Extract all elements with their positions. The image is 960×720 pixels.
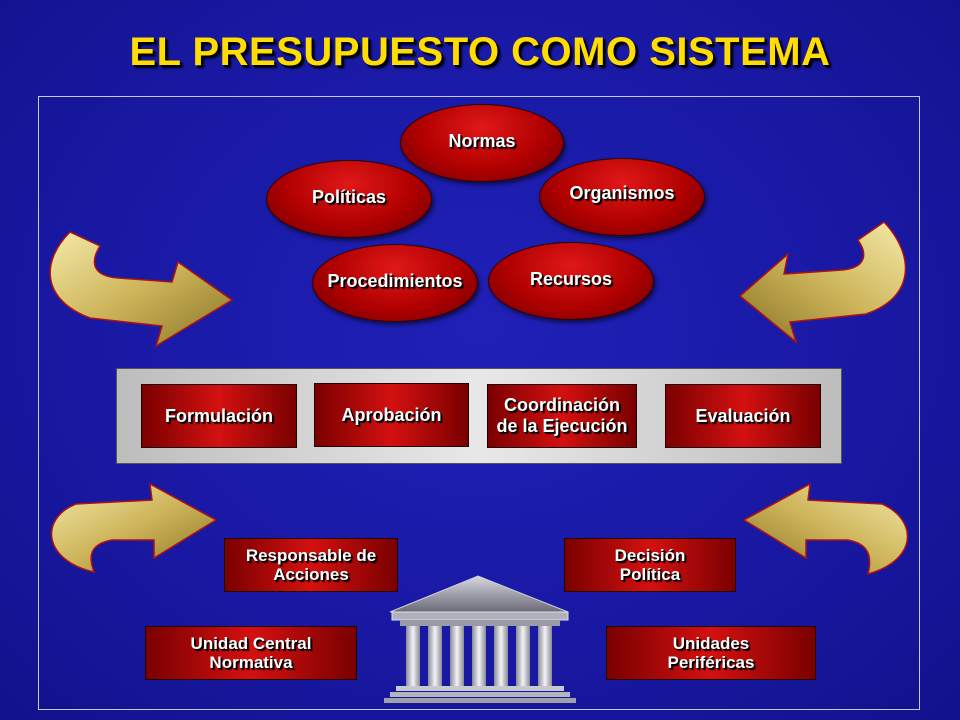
actor-unidad-central-label: Unidad Central Normativa xyxy=(190,634,312,672)
stage-coordinacion-line1: Coordinación xyxy=(504,395,620,415)
stage-coordinacion: Coordinación de la Ejecución xyxy=(487,384,637,448)
stage-formulacion-label: Formulación xyxy=(164,405,273,426)
actor-unidades-perifericas: Unidades Periféricas xyxy=(606,626,816,680)
stage-evaluacion: Evaluación xyxy=(665,384,821,448)
actor-unidad-central: Unidad Central Normativa xyxy=(145,626,357,680)
oval-procedimientos: Procedimientos xyxy=(312,244,478,322)
stage-formulacion: Formulación xyxy=(141,384,297,448)
oval-recursos-label: Recursos xyxy=(529,269,613,289)
oval-politicas-label: Políticas xyxy=(311,187,387,207)
oval-normas: Normas xyxy=(400,104,564,182)
curved-arrow-icon xyxy=(742,482,908,576)
actor-unidades-perifericas-label: Unidades Periféricas xyxy=(667,634,755,672)
stage-coordinacion-line2: de la Ejecución xyxy=(496,416,628,436)
institution-building-icon xyxy=(384,575,576,703)
actor-responsable-acciones: Responsable de Acciones xyxy=(224,538,398,592)
oval-organismos: Organismos xyxy=(539,158,705,236)
slide-title: EL PRESUPUESTO COMO SISTEMA xyxy=(129,30,831,74)
actor-decision-label: Decisión Política xyxy=(614,546,686,584)
actor-decision-politica: Decisión Política xyxy=(564,538,736,592)
curved-arrow-icon xyxy=(50,482,218,574)
oval-politicas: Políticas xyxy=(266,160,432,238)
oval-procedimientos-label: Procedimientos xyxy=(327,271,463,291)
stage-aprobacion: Aprobación xyxy=(314,383,469,447)
oval-organismos-label: Organismos xyxy=(569,183,675,203)
curved-arrow-icon xyxy=(738,221,907,345)
oval-recursos: Recursos xyxy=(488,242,654,320)
stage-aprobacion-label: Aprobación xyxy=(341,404,442,425)
actor-responsable-label: Responsable de Acciones xyxy=(245,546,377,584)
oval-normas-label: Normas xyxy=(448,131,516,151)
stage-evaluacion-label: Evaluación xyxy=(695,405,791,426)
curved-arrow-icon xyxy=(49,231,234,348)
diagram-frame xyxy=(38,96,920,710)
